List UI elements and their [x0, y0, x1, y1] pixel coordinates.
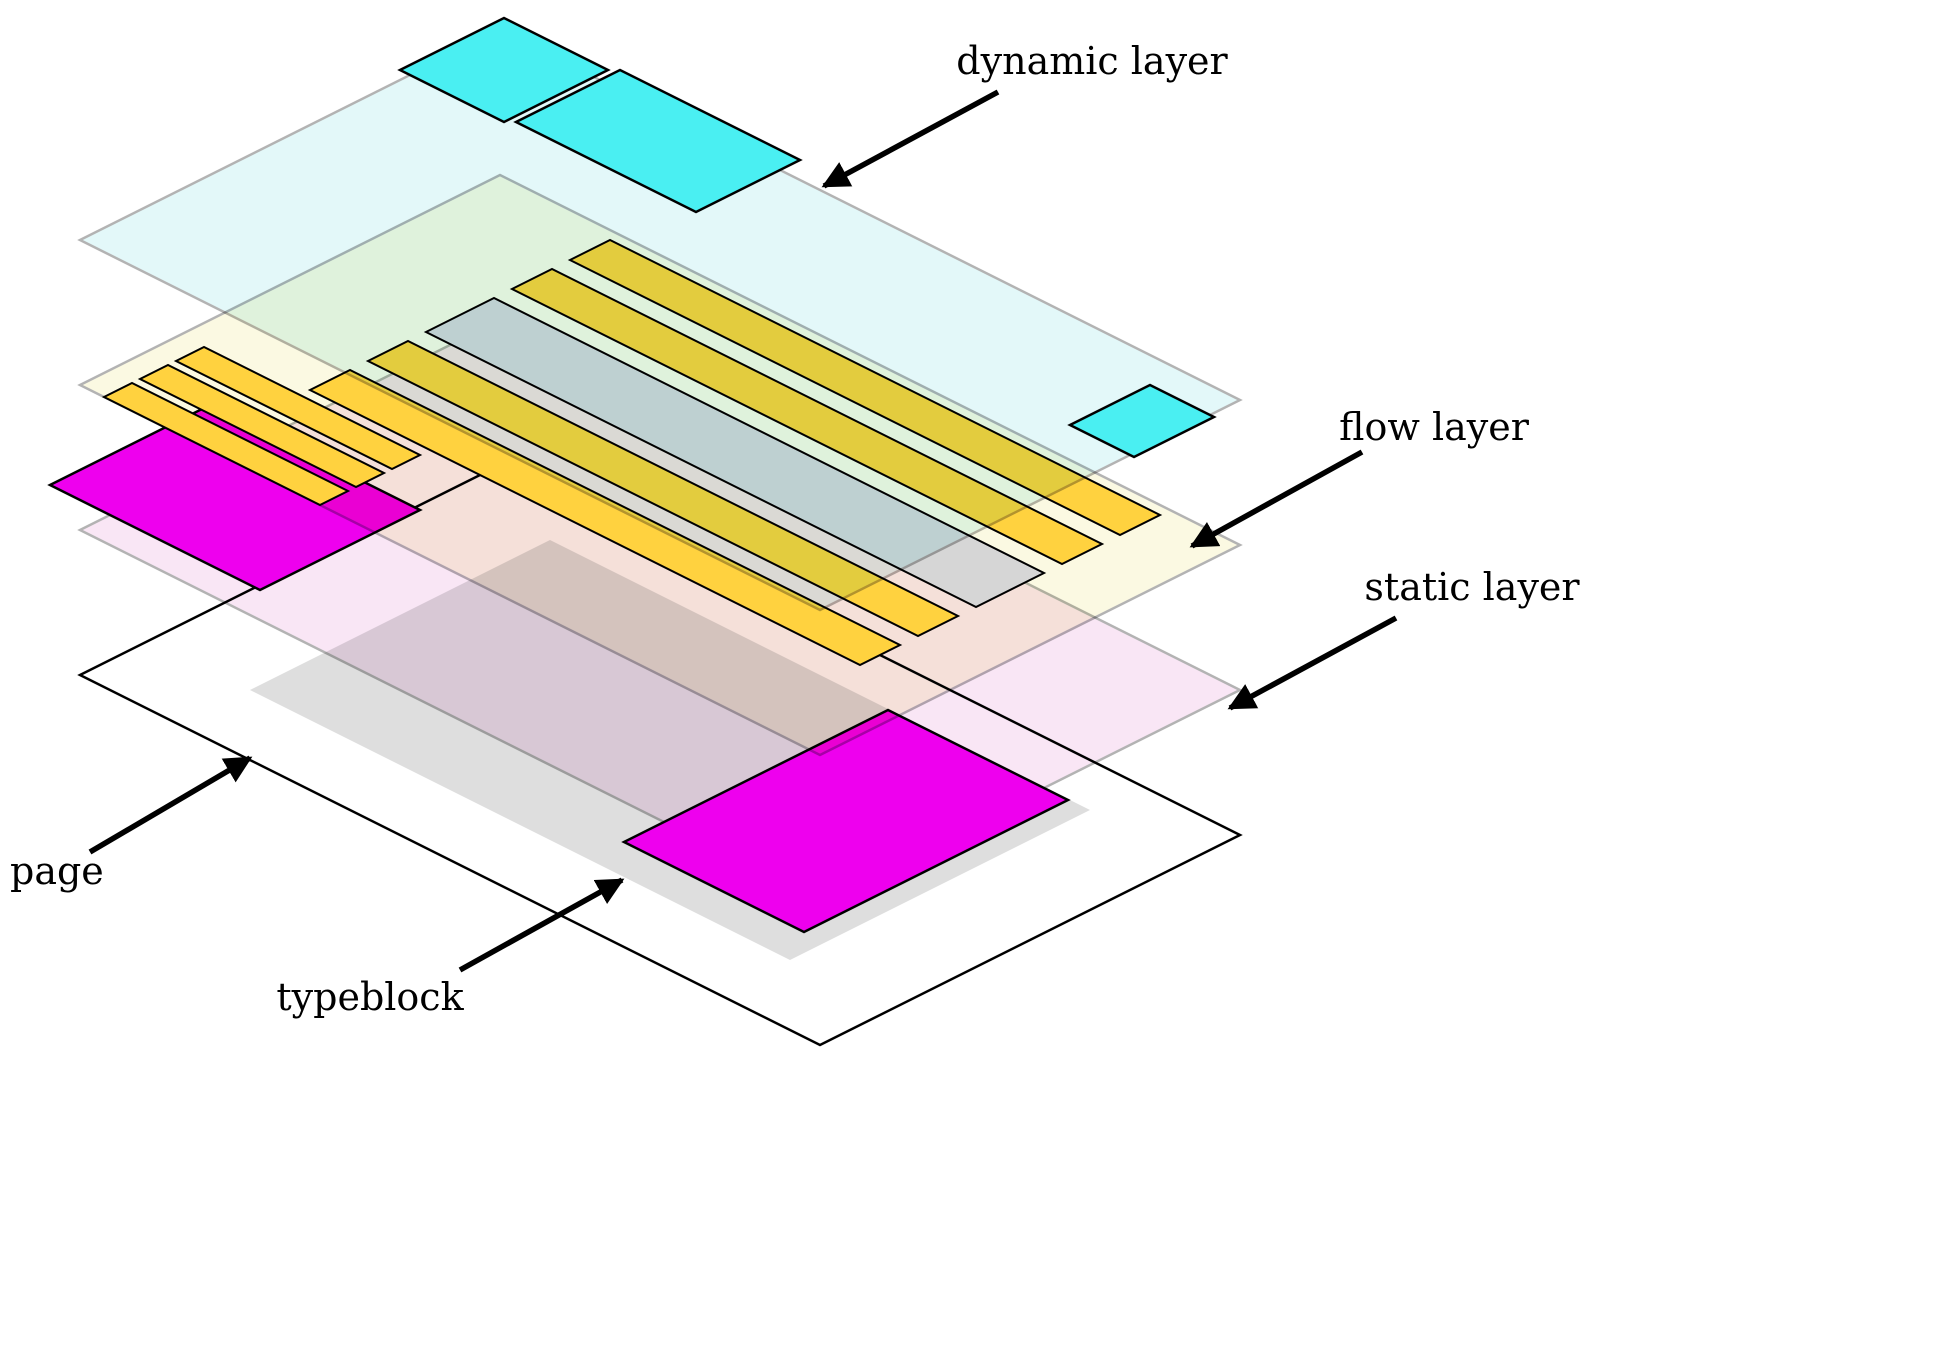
- dynamic-frame-3: [1067, 383, 1217, 459]
- static-layer-arrow: [1227, 615, 1398, 711]
- flow-line-5: [307, 368, 903, 667]
- dynamic-frame-1: [397, 16, 611, 124]
- flow-layer-arrow: [1189, 449, 1364, 549]
- page-arrow: [88, 755, 253, 855]
- flow-layer-label: flow layer: [1339, 405, 1530, 449]
- dynamic-layer-label: dynamic layer: [956, 39, 1228, 83]
- flow-line-short-3: [101, 381, 351, 507]
- dynamic-frame-2: [513, 68, 803, 214]
- dynamic-layer-sheet: [77, 28, 1243, 612]
- static-layer-label: static layer: [1364, 565, 1580, 609]
- page-label: page: [10, 849, 104, 893]
- flow-line-short-1: [173, 345, 423, 471]
- dynamic-layer-arrow: [821, 89, 1000, 189]
- static-frame-bottom: [621, 708, 1071, 934]
- typeblock-label: typeblock: [276, 975, 464, 1019]
- flow-line-short-2: [137, 363, 387, 489]
- typeblock-arrow: [458, 877, 625, 973]
